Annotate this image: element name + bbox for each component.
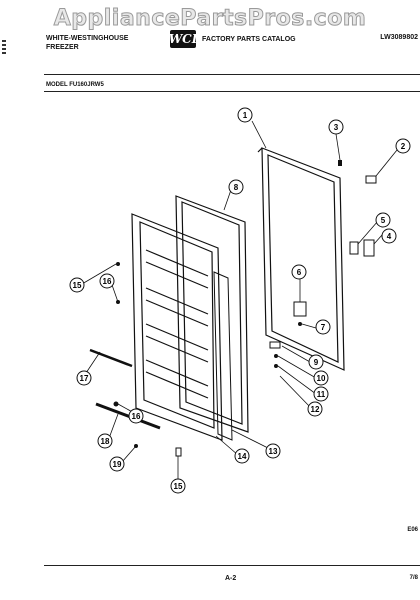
svg-text:7: 7 bbox=[321, 323, 326, 332]
model-label: MODEL FU160JRW5 bbox=[46, 82, 104, 88]
inner-gasket bbox=[213, 271, 233, 441]
svg-text:8: 8 bbox=[234, 183, 239, 192]
part-17-handle bbox=[89, 348, 133, 368]
callout: 15 bbox=[69, 277, 85, 293]
callout: 1 bbox=[237, 107, 253, 123]
wci-logo: WCI bbox=[168, 30, 198, 48]
svg-text:6: 6 bbox=[297, 268, 302, 277]
svg-text:11: 11 bbox=[317, 390, 326, 399]
brand-name: WHITE-WESTINGHOUSE bbox=[46, 35, 129, 42]
part-3-screw bbox=[338, 160, 342, 166]
door-outer-panel bbox=[257, 147, 345, 371]
svg-text:15: 15 bbox=[174, 482, 183, 491]
callout: 5 bbox=[375, 212, 391, 228]
callout: 4 bbox=[381, 228, 397, 244]
footer-rule bbox=[44, 565, 420, 566]
part-11-screw bbox=[274, 364, 278, 368]
scan-edge-marks bbox=[2, 40, 6, 56]
callout-layer: 1 2 3 4 5 6 7 8 9 10 11 12 13 14 15 15 1… bbox=[69, 107, 411, 494]
callout: 14 bbox=[234, 448, 250, 464]
catalog-header: WCI FACTORY PARTS CATALOG bbox=[168, 30, 296, 48]
callout: 17 bbox=[76, 370, 92, 386]
callout: 12 bbox=[307, 401, 323, 417]
svg-text:19: 19 bbox=[113, 460, 122, 469]
svg-text:3: 3 bbox=[334, 123, 339, 132]
svg-text:4: 4 bbox=[387, 232, 392, 241]
part-15-screw-upper bbox=[116, 262, 120, 266]
brand-block: WHITE-WESTINGHOUSE FREEZER bbox=[46, 34, 128, 52]
svg-text:2: 2 bbox=[401, 142, 406, 151]
watermark: AppliancePartsPros.com bbox=[53, 6, 367, 32]
svg-text:12: 12 bbox=[311, 405, 320, 414]
callout: 16 bbox=[99, 273, 115, 289]
figure-code: E06 bbox=[407, 527, 418, 533]
part-9-hinge-bracket bbox=[269, 341, 281, 349]
callout: 6 bbox=[291, 264, 307, 280]
catalog-number: LW3089802 bbox=[380, 34, 418, 41]
svg-text:15: 15 bbox=[73, 281, 82, 290]
header-rule bbox=[44, 74, 420, 75]
part-7-screw bbox=[298, 322, 302, 326]
svg-text:5: 5 bbox=[381, 216, 386, 225]
part-16-screw bbox=[113, 401, 119, 407]
part-5-hinge-cover bbox=[349, 241, 359, 255]
callout: 11 bbox=[313, 386, 329, 402]
product-type: FREEZER bbox=[46, 44, 79, 51]
svg-text:10: 10 bbox=[317, 374, 326, 383]
callout: 13 bbox=[265, 443, 281, 459]
callout: 18 bbox=[97, 433, 113, 449]
svg-text:1: 1 bbox=[243, 111, 248, 120]
svg-text:17: 17 bbox=[80, 374, 89, 383]
part-2-plug bbox=[365, 175, 377, 184]
part-18-handle-bar bbox=[95, 402, 161, 430]
door-liner bbox=[131, 213, 223, 441]
svg-text:14: 14 bbox=[238, 452, 247, 461]
page-number: A-2 bbox=[225, 575, 237, 582]
callout: 9 bbox=[308, 354, 324, 370]
svg-text:18: 18 bbox=[101, 437, 110, 446]
model-rule bbox=[44, 91, 420, 92]
callout: 8 bbox=[228, 179, 244, 195]
svg-text:9: 9 bbox=[314, 358, 319, 367]
callout: 19 bbox=[109, 456, 125, 472]
svg-text:16: 16 bbox=[103, 277, 112, 286]
callout: 2 bbox=[395, 138, 411, 154]
part-10-washer bbox=[274, 354, 278, 358]
callout: 7 bbox=[315, 319, 331, 335]
svg-text:16: 16 bbox=[132, 412, 141, 421]
callout: 15 bbox=[170, 478, 186, 494]
callout: 10 bbox=[313, 370, 329, 386]
part-4-hinge bbox=[363, 239, 375, 257]
date-code: 7/8 bbox=[409, 575, 418, 581]
exploded-parts-diagram bbox=[81, 120, 398, 483]
callout: 3 bbox=[328, 119, 344, 135]
svg-text:13: 13 bbox=[269, 447, 278, 456]
callout: 16 bbox=[128, 408, 144, 424]
part-15-screw bbox=[175, 447, 182, 457]
catalog-title: FACTORY PARTS CATALOG bbox=[202, 35, 296, 43]
